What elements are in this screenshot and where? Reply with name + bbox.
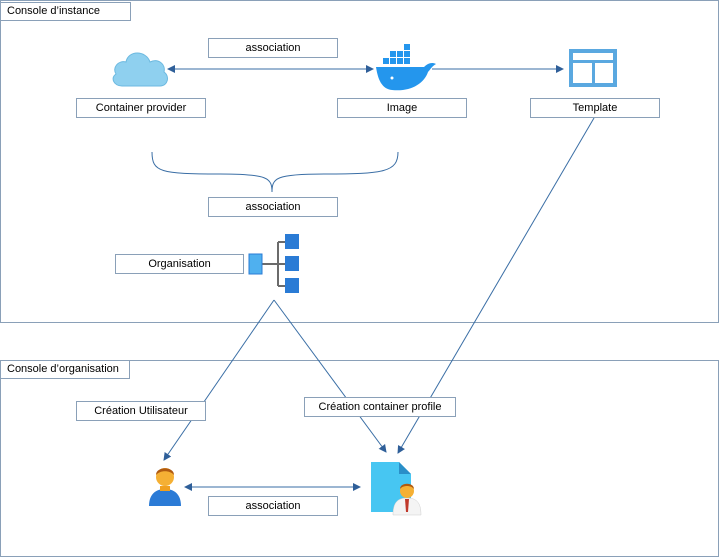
cloud-icon — [112, 52, 168, 87]
org-chart-icon — [248, 234, 299, 293]
user-icon — [149, 468, 181, 506]
assoc-mid-label: association — [208, 197, 338, 217]
image-label: Image — [337, 98, 467, 118]
assoc-top-label: association — [208, 38, 338, 58]
instance-console-title: Console d’instance — [0, 2, 131, 21]
template-icon — [569, 49, 617, 87]
creation-utilisateur-label: Création Utilisateur — [76, 401, 206, 421]
org-user-edge — [163, 299, 275, 461]
curly-brace — [151, 151, 399, 193]
organisation-label: Organisation — [115, 254, 244, 274]
container-provider-label: Container provider — [76, 98, 206, 118]
template-label: Template — [530, 98, 660, 118]
docker-whale-icon — [376, 44, 436, 91]
organisation-console-title: Console d’organisation — [0, 360, 130, 379]
assoc-bottom-label: association — [208, 496, 338, 516]
user-file-icon — [371, 462, 422, 516]
org-profile-edge — [273, 299, 387, 453]
creation-container-profile-label: Création container profile — [304, 397, 456, 417]
